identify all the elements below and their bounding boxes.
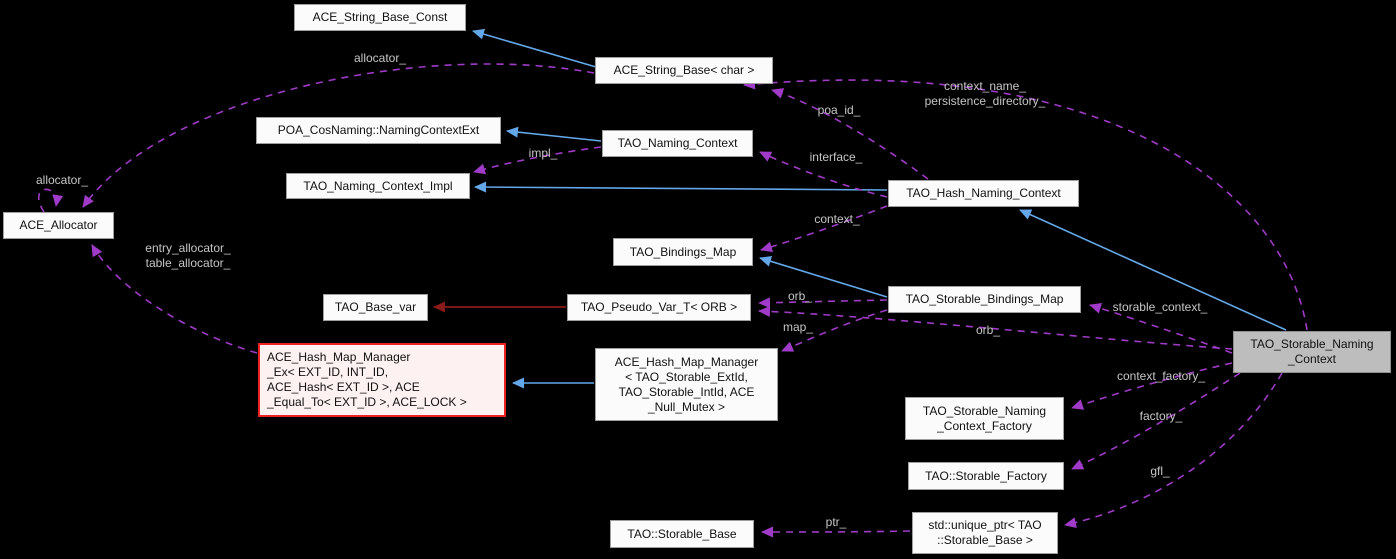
node-ace-string-base-const[interactable]: ACE_String_Base_Const [294,4,466,31]
node-ace-hash-map-manager[interactable]: ACE_Hash_Map_Manager < TAO_Storable_ExtI… [595,348,778,421]
node-tao-storable-naming-context-factory[interactable]: TAO_Storable_Naming _Context_Factory [905,397,1064,440]
edge-inherit-namingcontext-to-poacosnaming [506,126,602,142]
edge-usage-orb-from-storablebindingsmap [758,297,888,309]
edge-usage-ptr [761,526,911,538]
edge-inherit-storablenamingcontext-to-hashnamingcontext [1019,209,1287,331]
node-tao-hash-naming-context[interactable]: TAO_Hash_Naming_Context [888,180,1079,207]
edge-inherit-storablebindingsmap-to-bindingsmap [759,255,888,298]
edge-usage-gfl [1064,372,1283,529]
node-poa-cosnaming-namingcontextext[interactable]: POA_CosNaming::NamingContextExt [256,117,501,144]
node-tao-pseudo-var-t-orb[interactable]: TAO_Pseudo_Var_T< ORB > [567,294,751,321]
edge-usage-allocator-self-loop [37,188,64,213]
node-ace-string-base-char[interactable]: ACE_String_Base< char > [595,57,773,84]
node-std-unique-ptr-tao-storable-base[interactable]: std::unique_ptr< TAO ::Storable_Base > [912,512,1058,554]
node-tao-storable-base[interactable]: TAO::Storable_Base [610,520,754,548]
edge-usage-context [760,205,888,253]
node-tao-storable-factory[interactable]: TAO::Storable_Factory [908,462,1064,490]
edge-usage-orb-from-storablenamingcontext [758,305,1233,350]
edge-usage-map [781,309,888,352]
edge-usage-factory [1071,372,1241,470]
edge-usage-allocator-from-stringbase [82,63,595,208]
edge-inherit-stringbase-to-stringbaseconst [472,28,597,68]
node-tao-base-var[interactable]: TAO_Base_var [323,294,428,321]
node-ace-hash-map-manager-ex[interactable]: ACE_Hash_Map_Manager _Ex< EXT_ID, INT_ID… [258,343,506,417]
node-ace-allocator[interactable]: ACE_Allocator [3,212,114,239]
edge-usage-context-factory [1071,362,1233,410]
edge-usage-entry-table-allocator [91,244,258,354]
node-tao-naming-context[interactable]: TAO_Naming_Context [602,130,753,157]
node-tao-storable-bindings-map[interactable]: TAO_Storable_Bindings_Map [888,286,1081,313]
edge-usage-interface [759,151,888,198]
node-tao-storable-naming-context[interactable]: TAO_Storable_Naming _Context [1233,331,1391,373]
edge-usage-impl [473,146,602,175]
edge-usage-poa-id [771,88,929,180]
node-tao-naming-context-impl[interactable]: TAO_Naming_Context_Impl [286,173,470,199]
edge-inherit-hashnamingcontext-to-namingcontextimpl [474,181,888,193]
node-tao-bindings-map[interactable]: TAO_Bindings_Map [613,238,753,266]
edge-usage-context-name-persistence-directory [743,78,1308,331]
edge-usage-storable-context [1089,302,1233,354]
